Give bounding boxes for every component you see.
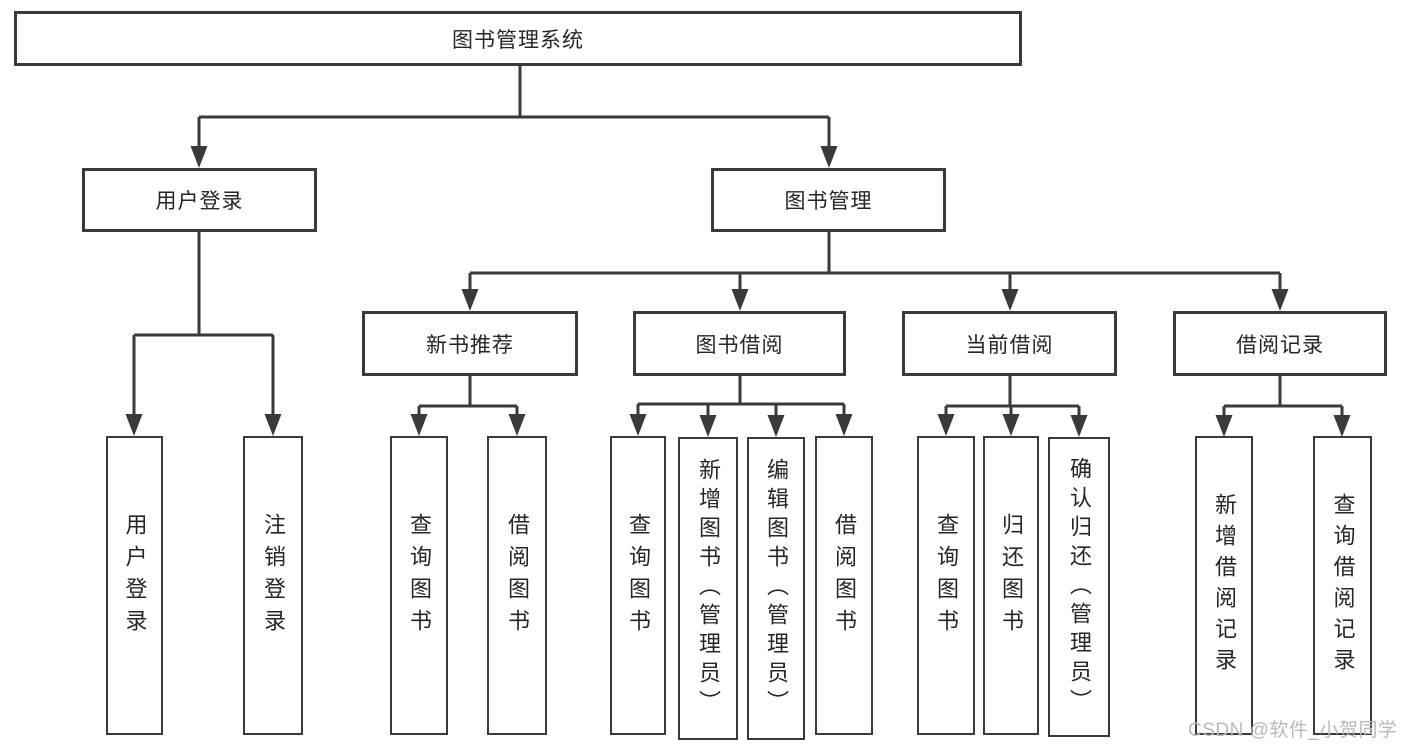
- node-current-borrow: 当前借阅: [902, 311, 1117, 376]
- leaf-add-books-admin: 新增图书（管理员）: [678, 437, 738, 740]
- leaf-return-books: 归还图书: [983, 436, 1039, 735]
- leaf-user-login: 用户登录: [106, 436, 163, 735]
- node-new-book-recommend: 新书推荐: [362, 311, 578, 376]
- leaf-edit-books-admin: 编辑图书（管理员）: [747, 437, 805, 740]
- leaf-borrow-books-recommend: 借阅图书: [487, 436, 547, 735]
- node-user-login: 用户登录: [82, 168, 317, 232]
- leaf-query-borrow-record: 查询借阅记录: [1313, 436, 1372, 735]
- leaf-add-borrow-record: 新增借阅记录: [1195, 436, 1253, 735]
- node-book-borrow: 图书借阅: [633, 311, 846, 376]
- node-borrow-records: 借阅记录: [1173, 311, 1387, 376]
- leaf-confirm-return-admin: 确认归还（管理员）: [1048, 437, 1110, 737]
- node-root-system: 图书管理系统: [14, 11, 1022, 66]
- leaf-query-books-recommend: 查询图书: [390, 436, 448, 735]
- leaf-query-books-borrow: 查询图书: [610, 436, 666, 735]
- node-book-management: 图书管理: [711, 168, 946, 232]
- leaf-logout: 注销登录: [243, 436, 303, 735]
- leaf-borrow-books: 借阅图书: [815, 436, 873, 735]
- csdn-watermark: CSDN @软件_小贺同学: [1188, 720, 1398, 741]
- leaf-query-books-current: 查询图书: [917, 436, 975, 735]
